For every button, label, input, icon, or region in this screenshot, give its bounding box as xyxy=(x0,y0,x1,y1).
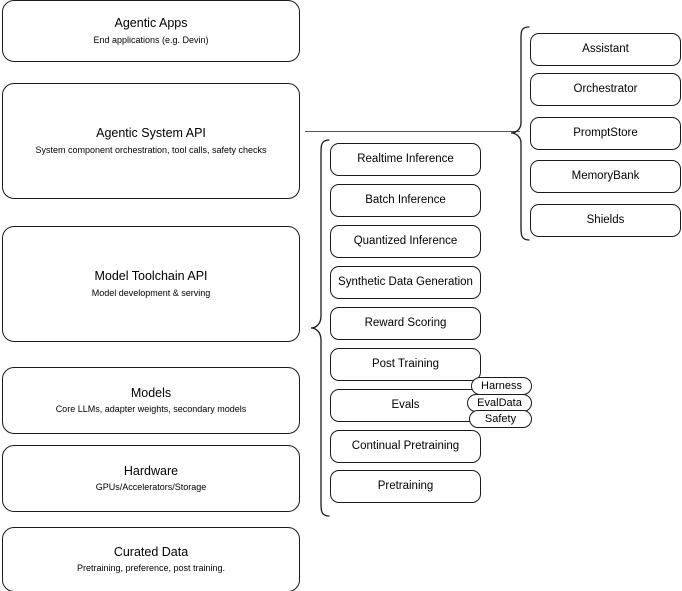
toolchain-label: Continual Pretraining xyxy=(351,440,460,453)
layer-box-agentic-apps[interactable]: Agentic Apps End applications (e.g. Devi… xyxy=(2,0,300,62)
layer-box-model-toolchain-api[interactable]: Model Toolchain API Model development & … xyxy=(2,226,300,342)
toolchain-label: Evals xyxy=(391,399,420,412)
toolchain-box-reward-scoring[interactable]: Reward Scoring xyxy=(330,307,481,340)
toolchain-box-realtime-inference[interactable]: Realtime Inference xyxy=(330,143,481,176)
layer-box-agentic-system-api[interactable]: Agentic System API System component orch… xyxy=(2,83,300,199)
system-box-assistant[interactable]: Assistant xyxy=(530,33,681,66)
layer-subtitle: Model development & serving xyxy=(91,287,211,298)
system-label: PromptStore xyxy=(573,127,638,140)
toolchain-label: Realtime Inference xyxy=(357,153,454,166)
layer-box-models[interactable]: Models Core LLMs, adapter weights, secon… xyxy=(2,367,300,434)
toolchain-label: Synthetic Data Generation xyxy=(338,276,473,289)
layer-subtitle: Pretraining, preference, post training. xyxy=(76,563,226,574)
evals-badge-label: EvalData xyxy=(477,397,522,409)
brace-toolchain xyxy=(308,138,332,518)
toolchain-label: Post Training xyxy=(371,358,440,371)
toolchain-box-post-training[interactable]: Post Training xyxy=(330,348,481,381)
toolchain-label: Pretraining xyxy=(377,480,434,493)
evals-badge-harness[interactable]: Harness xyxy=(471,377,532,395)
layer-subtitle: End applications (e.g. Devin) xyxy=(93,34,209,45)
layer-box-hardware[interactable]: Hardware GPUs/Accelerators/Storage xyxy=(2,445,300,512)
system-box-memorybank[interactable]: MemoryBank xyxy=(530,160,681,193)
toolchain-box-continual-pretraining[interactable]: Continual Pretraining xyxy=(330,430,481,463)
layer-title: Models xyxy=(130,385,172,400)
system-label: Shields xyxy=(586,214,625,227)
system-box-promptstore[interactable]: PromptStore xyxy=(530,117,681,150)
layer-title: Hardware xyxy=(123,463,179,478)
layer-subtitle: GPUs/Accelerators/Storage xyxy=(95,482,207,493)
toolchain-label: Reward Scoring xyxy=(364,317,447,330)
system-box-shields[interactable]: Shields xyxy=(530,204,681,237)
system-label: MemoryBank xyxy=(571,170,640,183)
evals-badge-label: Harness xyxy=(481,380,522,392)
toolchain-label: Quantized Inference xyxy=(353,235,458,248)
toolchain-box-evals[interactable]: Evals xyxy=(330,389,481,422)
layer-title: Curated Data xyxy=(113,544,189,559)
layer-subtitle: System component orchestration, tool cal… xyxy=(35,144,267,155)
layer-title: Agentic Apps xyxy=(114,16,188,31)
system-label: Orchestrator xyxy=(573,83,638,96)
layer-subtitle: Core LLMs, adapter weights, secondary mo… xyxy=(55,404,247,415)
evals-badge-label: Safety xyxy=(484,413,517,425)
toolchain-label: Batch Inference xyxy=(365,194,446,207)
layer-title: Agentic System API xyxy=(96,126,206,141)
toolchain-box-batch-inference[interactable]: Batch Inference xyxy=(330,184,481,217)
layer-box-curated-data[interactable]: Curated Data Pretraining, preference, po… xyxy=(2,527,300,591)
connector-line-system-api xyxy=(305,131,520,132)
system-box-orchestrator[interactable]: Orchestrator xyxy=(530,73,681,106)
toolchain-box-pretraining[interactable]: Pretraining xyxy=(330,470,481,503)
layer-title: Model Toolchain API xyxy=(94,269,208,284)
system-label: Assistant xyxy=(582,43,629,56)
toolchain-box-quantized-inference[interactable]: Quantized Inference xyxy=(330,225,481,258)
toolchain-box-synthetic-data-generation[interactable]: Synthetic Data Generation xyxy=(330,266,481,299)
evals-badge-safety[interactable]: Safety xyxy=(469,410,532,428)
brace-system-components xyxy=(508,25,532,243)
